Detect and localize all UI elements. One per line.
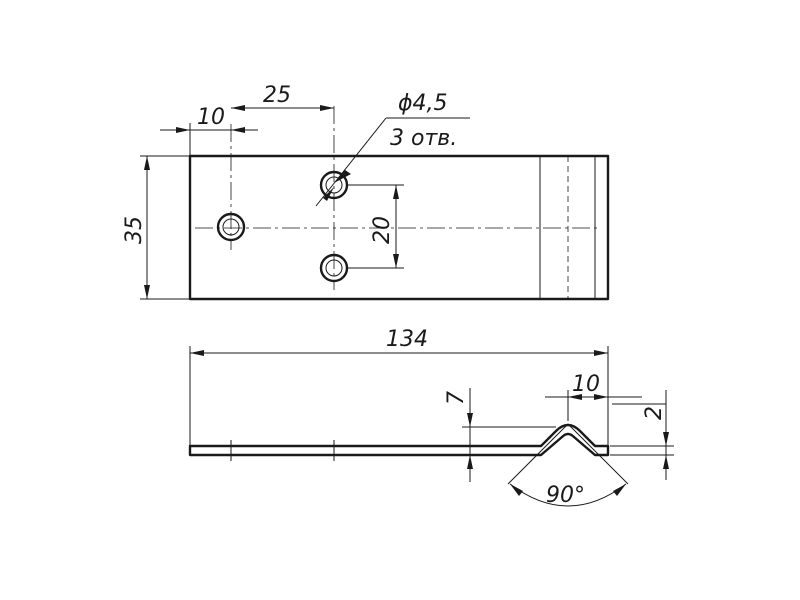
plate-outline [188, 154, 610, 301]
dim-bend-height: 7 [444, 388, 556, 482]
dim-hole-spacing-y: 20 [347, 184, 404, 269]
dim-height-label: 35 [122, 216, 147, 244]
dim-bend-angle: 90° [507, 423, 629, 508]
strip-profile [188, 423, 610, 457]
dim-length-label: 134 [386, 327, 428, 352]
dim-hole-spacing-y-label: 20 [370, 216, 395, 244]
dim-hole-diameter-label: ϕ4,5 [398, 91, 448, 116]
dim-bend-height-label: 7 [444, 391, 469, 405]
dim-bend-width: 10 [545, 372, 642, 446]
dim-thickness: 2 [610, 390, 674, 480]
dim-hole-spacing-x-label: 25 [263, 83, 291, 108]
dim-thickness-label: 2 [642, 406, 667, 420]
dim-hole-offset-label: 10 [197, 105, 225, 130]
dim-hole-offset: 10 [160, 105, 258, 156]
dim-bend-width-label: 10 [572, 372, 600, 397]
dim-length: 134 [189, 327, 609, 446]
dim-height: 35 [122, 155, 190, 300]
side-view [188, 423, 610, 461]
dim-hole-diameter: ϕ4,5 3 отв. [315, 91, 470, 207]
dim-bend-angle-label: 90° [546, 483, 585, 508]
dim-hole-count-label: 3 отв. [390, 126, 457, 151]
dim-hole-spacing-x: 25 [231, 83, 334, 111]
